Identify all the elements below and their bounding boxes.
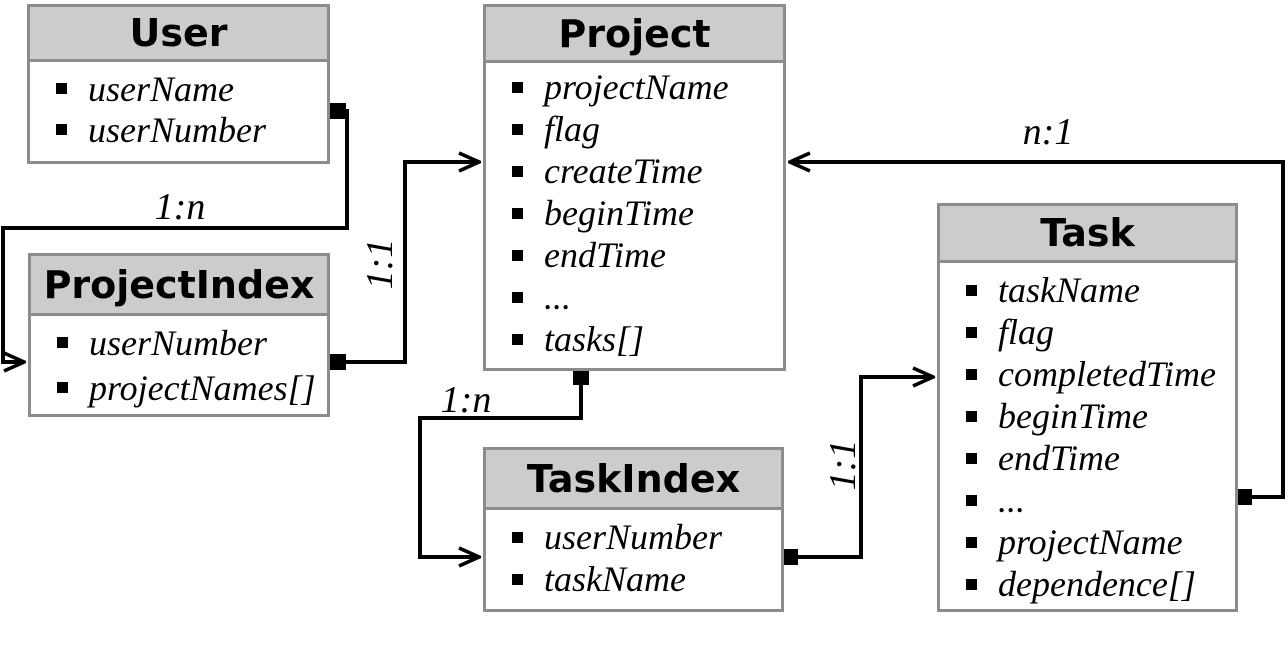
bullet-icon: [56, 83, 67, 94]
field-label: beginTime: [544, 193, 694, 233]
entity-projectindex-fields: userNumber projectNames[]: [31, 316, 327, 410]
entity-user: User userName userNumber: [27, 4, 330, 164]
field-label: userName: [88, 68, 234, 109]
bullet-icon: [512, 165, 523, 177]
relation-label-user-projectindex: 1:n: [154, 186, 206, 228]
bullet-icon: [512, 333, 523, 345]
field-label: ...: [998, 480, 1025, 520]
field-row: taskName: [966, 269, 1235, 311]
field-label: endTime: [544, 235, 666, 275]
field-label: taskName: [998, 270, 1140, 310]
relation-line-project-taskindex: [418, 371, 583, 557]
relation-line-task-project: [790, 162, 1285, 499]
field-label: projectName: [544, 67, 729, 107]
entity-project-fields: projectName flag createTime beginTime en…: [486, 63, 783, 360]
field-label: createTime: [544, 151, 703, 191]
field-row: dependence[]: [966, 563, 1235, 605]
field-label: userNumber: [89, 322, 267, 363]
relation-line-taskindex-task: [790, 377, 933, 559]
field-row: ...: [512, 276, 783, 318]
field-label: tasks[]: [544, 319, 645, 359]
relation-label-taskindex-task: 1:1: [822, 439, 864, 491]
field-row: projectNames[]: [57, 365, 327, 410]
field-row: userNumber: [57, 320, 327, 365]
field-row: flag: [512, 108, 783, 150]
bullet-icon: [512, 207, 523, 219]
field-row: endTime: [512, 234, 783, 276]
entity-project-title: Project: [486, 7, 783, 63]
field-label: dependence[]: [998, 564, 1196, 604]
bullet-icon: [966, 326, 977, 338]
bullet-icon: [57, 382, 68, 393]
field-row: userName: [56, 68, 327, 109]
field-row: beginTime: [512, 192, 783, 234]
entity-task: Task taskName flag completedTime beginTi…: [937, 203, 1238, 612]
bullet-icon: [512, 291, 523, 303]
field-row: userNumber: [512, 516, 781, 558]
field-label: flag: [544, 109, 601, 149]
relation-line-projectindex-project: [338, 162, 479, 364]
field-row: flag: [966, 311, 1235, 353]
bullet-icon: [512, 81, 523, 93]
field-row: projectName: [512, 66, 783, 108]
bullet-icon: [966, 536, 977, 548]
field-label: userNumber: [88, 109, 266, 150]
field-row: userNumber: [56, 109, 327, 150]
connector-square-user: [330, 103, 346, 119]
field-row: createTime: [512, 150, 783, 192]
bullet-icon: [966, 284, 977, 296]
bullet-icon: [57, 337, 68, 348]
connector-square-taskindex: [782, 549, 798, 565]
entity-taskindex-title: TaskIndex: [486, 450, 781, 510]
field-row: projectName: [966, 521, 1235, 563]
field-label: beginTime: [998, 396, 1148, 436]
field-label: projectNames[]: [89, 367, 316, 408]
bullet-icon: [966, 578, 977, 590]
bullet-icon: [966, 410, 977, 422]
field-row: taskName: [512, 558, 781, 600]
relation-label-projectindex-project: 1:1: [359, 238, 401, 290]
field-row: tasks[]: [512, 318, 783, 360]
bullet-icon: [966, 452, 977, 464]
relation-label-project-taskindex: 1:n: [440, 379, 492, 421]
connector-square-projectindex: [330, 354, 346, 370]
field-label: userNumber: [544, 517, 722, 557]
bullet-icon: [512, 123, 523, 135]
field-row: completedTime: [966, 353, 1235, 395]
entity-task-title: Task: [940, 206, 1235, 263]
field-row: ...: [966, 479, 1235, 521]
bullet-icon: [966, 368, 977, 380]
entity-projectindex-title: ProjectIndex: [31, 256, 327, 316]
entity-taskindex: TaskIndex userNumber taskName: [483, 447, 784, 612]
bullet-icon: [512, 249, 523, 261]
field-label: ...: [544, 277, 571, 317]
entity-task-fields: taskName flag completedTime beginTime en…: [940, 263, 1235, 605]
relation-label-task-project: n:1: [1022, 111, 1074, 153]
field-label: projectName: [998, 522, 1183, 562]
bullet-icon: [512, 531, 523, 543]
field-row: endTime: [966, 437, 1235, 479]
field-label: taskName: [544, 559, 686, 599]
bullet-icon: [56, 124, 67, 135]
entity-user-title: User: [30, 7, 327, 62]
bullet-icon: [512, 573, 523, 585]
field-row: beginTime: [966, 395, 1235, 437]
entity-projectindex: ProjectIndex userNumber projectNames[]: [28, 253, 330, 417]
connector-square-task: [1236, 489, 1252, 505]
field-label: endTime: [998, 438, 1120, 478]
field-label: flag: [998, 312, 1055, 352]
entity-user-fields: userName userNumber: [30, 62, 327, 150]
bullet-icon: [966, 494, 977, 506]
field-label: completedTime: [998, 354, 1216, 394]
entity-taskindex-fields: userNumber taskName: [486, 510, 781, 600]
connector-square-project: [573, 369, 589, 385]
entity-project: Project projectName flag createTime begi…: [483, 4, 786, 371]
